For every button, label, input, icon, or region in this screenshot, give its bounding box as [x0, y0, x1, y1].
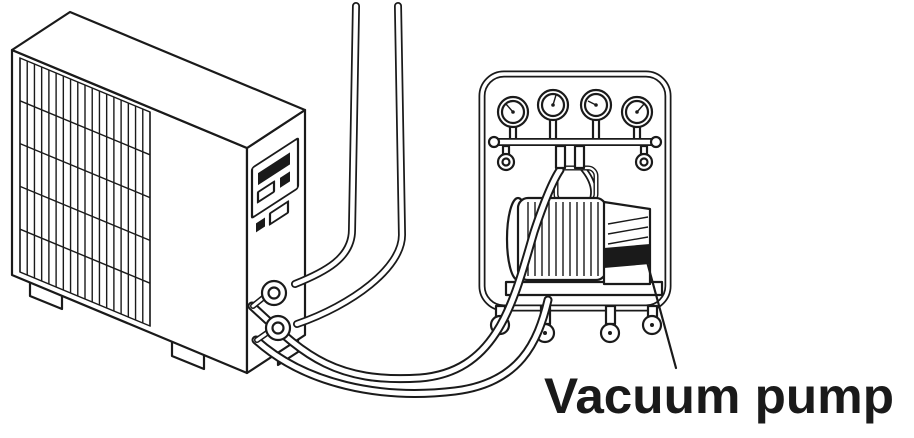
caster-wheel-4 [641, 304, 663, 336]
outdoor-unit-top-face [10, 10, 307, 150]
vacuum-pump-label: Vacuum pump [544, 368, 894, 424]
manifold-knob-left [496, 144, 516, 172]
service-valve-1 [250, 279, 288, 309]
refrigerant-pipe-1 [291, 2, 360, 288]
leader-line [644, 256, 678, 370]
gauge-3 [579, 88, 613, 143]
caster-wheel-3 [599, 304, 621, 344]
charging-hoses [247, 165, 565, 398]
gauge-4 [620, 95, 654, 142]
charging-hose-2 [251, 295, 553, 398]
pump-dark-band [604, 244, 650, 268]
manifold-hose-fittings [554, 144, 586, 170]
service-valve-2 [254, 314, 292, 343]
manifold-gauge-set [487, 88, 663, 172]
gauge-1 [496, 95, 530, 142]
vacuum-pump [504, 161, 664, 297]
pump-base-plate [504, 280, 664, 297]
vacuum-pump-station [478, 70, 672, 344]
pump-head-hatch [607, 216, 649, 245]
manifold-bar [487, 135, 663, 149]
charging-hose-1 [247, 165, 565, 384]
control-panel [250, 137, 300, 233]
gauge-2 [536, 88, 570, 143]
refrigerant-pipes [291, 2, 406, 328]
service-valves [250, 279, 292, 343]
refrigerant-pipe-2 [293, 2, 406, 328]
grille-border [19, 56, 151, 328]
manifold-knob-right [634, 144, 654, 172]
outdoor-unit [10, 10, 307, 375]
pump-cart-frame [478, 70, 672, 312]
